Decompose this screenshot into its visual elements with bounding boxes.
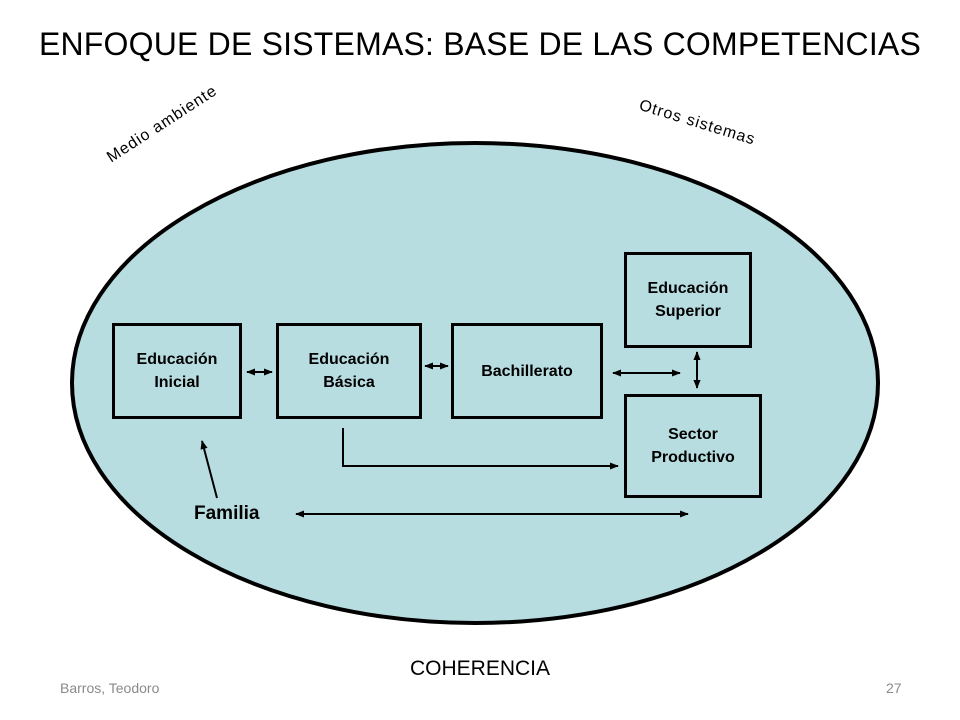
box-superior-line1: Educación [647,280,729,297]
box-inicial-line1: Educación [136,351,218,368]
box-bachillerato-label: Bachillerato [481,362,573,380]
box-basica-line2: Básica [323,374,375,391]
arrow-basica-productivo [342,428,619,470]
box-inicial-line2: Inicial [154,374,200,391]
box-productivo-line2: Productivo [651,449,735,466]
box-superior-line2: Superior [655,303,721,320]
page-number: 27 [886,680,902,696]
box-sector-productivo: Sector Productivo [624,394,762,498]
coherencia-label: COHERENCIA [409,657,551,680]
box-educacion-superior: Educación Superior [624,252,752,348]
slide-title: ENFOQUE DE SISTEMAS: BASE DE LAS COMPETE… [38,26,922,62]
box-productivo-line1: Sector [668,426,718,443]
footer-author: Barros, Teodoro [60,680,160,696]
box-educacion-inicial: Educación Inicial [112,323,242,419]
arrow-familia-inicial [200,440,218,499]
familia-label: Familia [194,503,260,524]
box-educacion-basica: Educación Básica [276,323,422,419]
box-bachillerato: Bachillerato [451,323,603,419]
box-basica-line1: Educación [308,351,390,368]
